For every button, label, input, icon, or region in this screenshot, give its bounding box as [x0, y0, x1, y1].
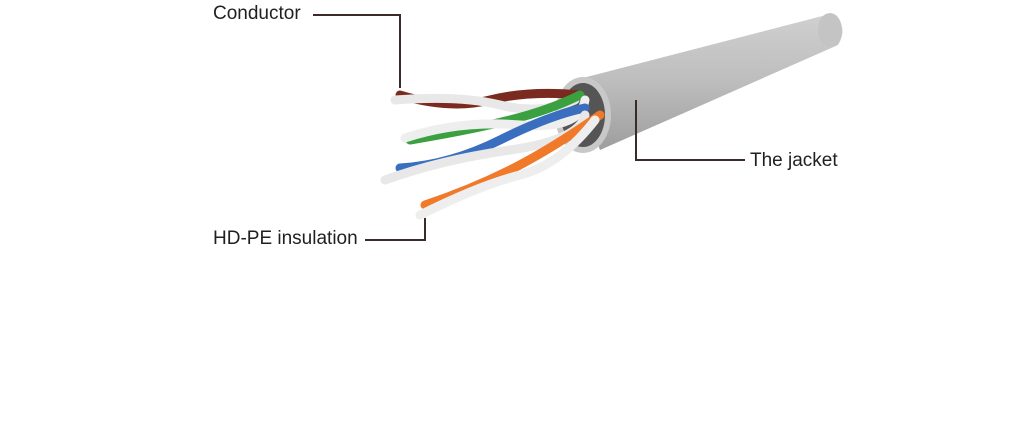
- insulation-label: HD-PE insulation: [213, 228, 358, 249]
- orange-white-wire: [415, 115, 600, 220]
- conductor-leader: [313, 14, 401, 88]
- leader-lines: [313, 14, 745, 241]
- jacket-label: The jacket: [750, 150, 838, 171]
- jacket-leader: [635, 100, 745, 161]
- wire-pairs: [380, 88, 605, 220]
- green-white-wire: [400, 95, 590, 143]
- conductor-label: Conductor: [213, 3, 301, 24]
- insulation-leader: [365, 218, 426, 241]
- cable-jacket: [555, 13, 843, 153]
